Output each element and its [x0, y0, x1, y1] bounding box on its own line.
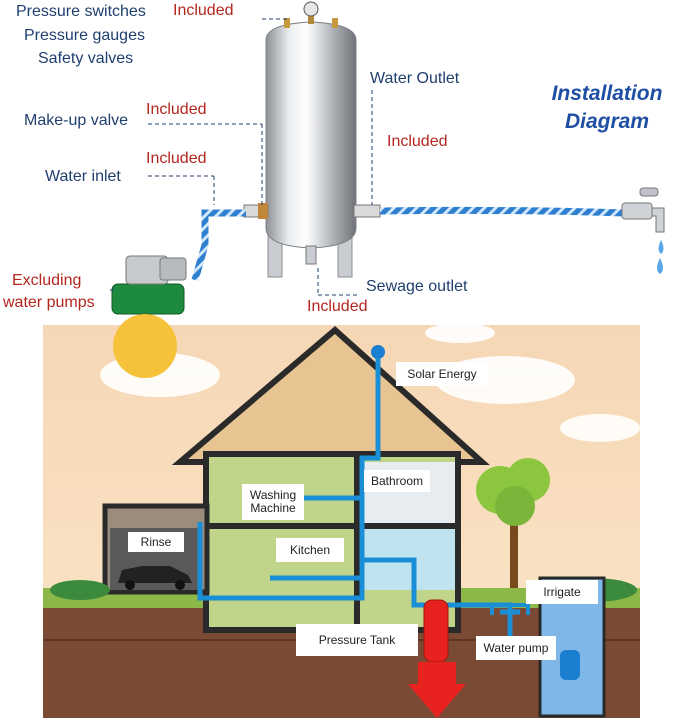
water-pump-icon — [111, 255, 187, 315]
water-pump-label: Water pump — [476, 636, 556, 660]
safety-valves-label: Safety valves — [38, 50, 134, 67]
water-outlet-label: Water Outlet — [370, 70, 460, 87]
included-top-label: Included — [173, 2, 234, 19]
washing-machine-line1: Washing — [249, 488, 297, 502]
included-sewage-label: Included — [307, 298, 368, 315]
pressure-switches-label: Pressure switches — [16, 3, 146, 20]
rinse-label: Rinse — [128, 532, 184, 552]
outlet-hose — [379, 206, 626, 217]
diagram-title-line2: Diagram — [564, 110, 650, 133]
kitchen-label: Kitchen — [276, 538, 344, 562]
diagram-title-line1: Installation — [551, 82, 663, 105]
sewage-outlet-label: Sewage outlet — [366, 278, 468, 295]
washing-machine-line2: Machine — [250, 501, 296, 515]
pressure-tank-product — [243, 1, 381, 278]
pressure-tank-label: Pressure Tank — [296, 624, 418, 656]
leader-lines — [110, 18, 373, 296]
included-outlet-label: Included — [387, 133, 448, 150]
excluding-pumps-line2: water pumps — [3, 294, 95, 311]
solar-energy-label: Solar Energy — [396, 362, 488, 386]
faucet-icon — [621, 187, 665, 274]
inlet-hose — [191, 209, 246, 281]
excluding-pumps-line1: Excluding — [12, 272, 82, 289]
house-scene — [43, 314, 640, 718]
bathroom-label: Bathroom — [364, 470, 430, 492]
included-inlet-label: Included — [146, 150, 207, 167]
washing-machine-label: Washing Machine — [242, 484, 304, 520]
water-inlet-label: Water inlet — [45, 168, 121, 185]
pressure-gauges-label: Pressure gauges — [24, 27, 145, 44]
irrigate-label: Irrigate — [526, 580, 598, 604]
included-makeup-label: Included — [146, 101, 207, 118]
makeup-valve-label: Make-up valve — [24, 112, 129, 129]
